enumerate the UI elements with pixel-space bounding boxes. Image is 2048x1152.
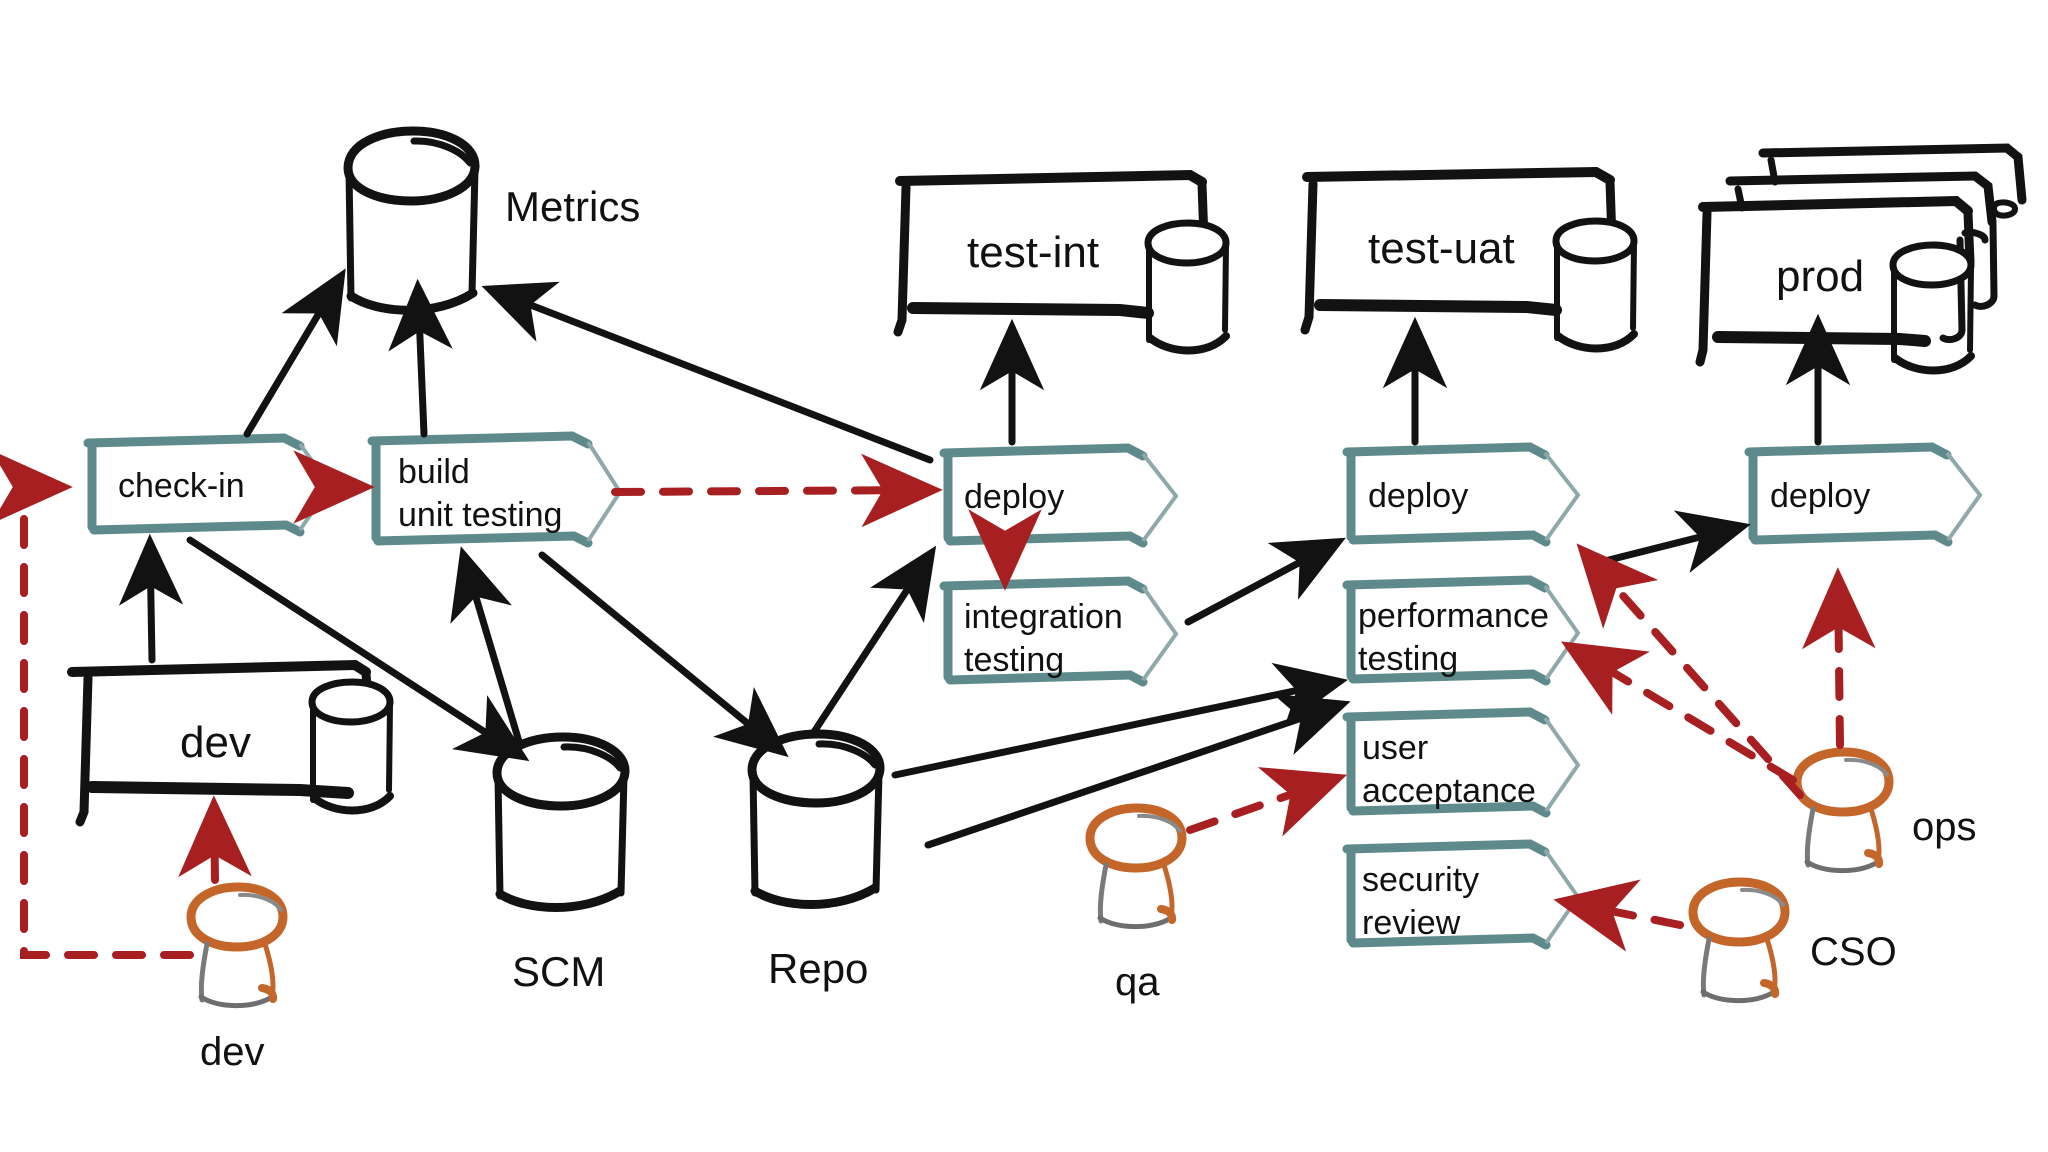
arrow-repo-to-user-acceptance [924,693,1351,849]
env-test-int [893,169,1230,355]
step-label-deploy-int[interactable]: deploy [964,478,1065,516]
datastore-label-repo: Repo [768,945,869,992]
env-label-prod: prod [1776,252,1865,301]
step-label-security[interactable]: security [1362,861,1480,899]
step-label-deploy-uat[interactable]: deploy [1368,477,1469,515]
step-label-build[interactable]: build [398,453,470,491]
arrow-ops-to-deploy-uat [1576,543,1804,799]
arrow-build-to-deploy-int [611,453,943,528]
env-label-dev: dev [180,718,251,767]
env-label-test-uat: test-uat [1368,224,1515,273]
arrow-repo-to-performance-testing [891,662,1348,779]
env-test-uat [1300,166,1638,353]
datastore-scm [492,732,630,912]
step-label-integration-testing[interactable]: testing [964,641,1065,679]
arrow-scm-to-build [450,546,524,749]
step-label-unit-testing[interactable]: unit testing [398,496,563,534]
step-label-performance-testing[interactable]: testing [1358,640,1459,678]
step-label-integration[interactable]: integration [964,598,1123,636]
env-prod [1695,143,2027,375]
arrow-dev-actor-to-check-in [0,450,194,959]
step-label-deploy-prod[interactable]: deploy [1770,477,1871,515]
arrow-build-to-metrics [388,278,453,438]
step-label-check-in[interactable]: check-in [118,467,245,505]
datastore-metrics [343,126,480,315]
step-shape-deploy-uat [1342,442,1581,547]
actor-qa [1085,803,1187,930]
arrow-integration-to-deploy-uat [1184,537,1346,626]
step-label-user[interactable]: user [1362,729,1429,767]
datastore-label-metrics: Metrics [505,183,641,230]
env-dev [67,659,394,827]
flow-arrows-black [118,268,1851,849]
actor-label-dev: dev [200,1030,265,1074]
step-shape-deploy-prod [1744,442,1983,547]
arrow-ops-to-performance-testing [1561,641,1797,784]
arrow-repo-to-deploy-int [808,545,937,739]
actor-dev [186,882,288,1009]
step-label-performance[interactable]: performance [1358,597,1549,635]
actor-label-ops: ops [1912,805,1977,849]
step-shape-user-acceptance [1342,707,1581,818]
flow-arrows-red [0,450,1876,959]
step-label-acceptance[interactable]: acceptance [1362,772,1536,810]
env-label-test-int: test-int [967,228,1100,277]
arrow-dev-to-check-in [118,533,184,664]
arrow-check-in-to-scm [186,536,530,762]
actor-ops [1792,747,1894,874]
datastore-repo [747,729,885,909]
actor-label-qa: qa [1115,960,1160,1004]
arrow-build-to-repo [538,551,789,758]
actor-label-cso: CSO [1810,930,1897,974]
arrow-deploy-int-to-metrics [481,281,934,464]
datastore-label-scm: SCM [512,948,606,995]
step-label-review[interactable]: review [1362,904,1461,942]
arrow-qa-to-user-acceptance [1186,767,1348,837]
arrow-cso-to-security-review [1553,879,1684,952]
actor-cso [1688,877,1790,1004]
arrow-ops-to-deploy-prod [1802,567,1876,749]
arrow-dev-actor-to-dev-env [178,795,252,884]
step-shape-build [367,431,623,548]
arrow-check-in-to-metrics [243,268,346,438]
arrow-deploy-uat-to-deploy-prod [1589,510,1751,573]
step-shape-performance-testing [1342,575,1581,686]
